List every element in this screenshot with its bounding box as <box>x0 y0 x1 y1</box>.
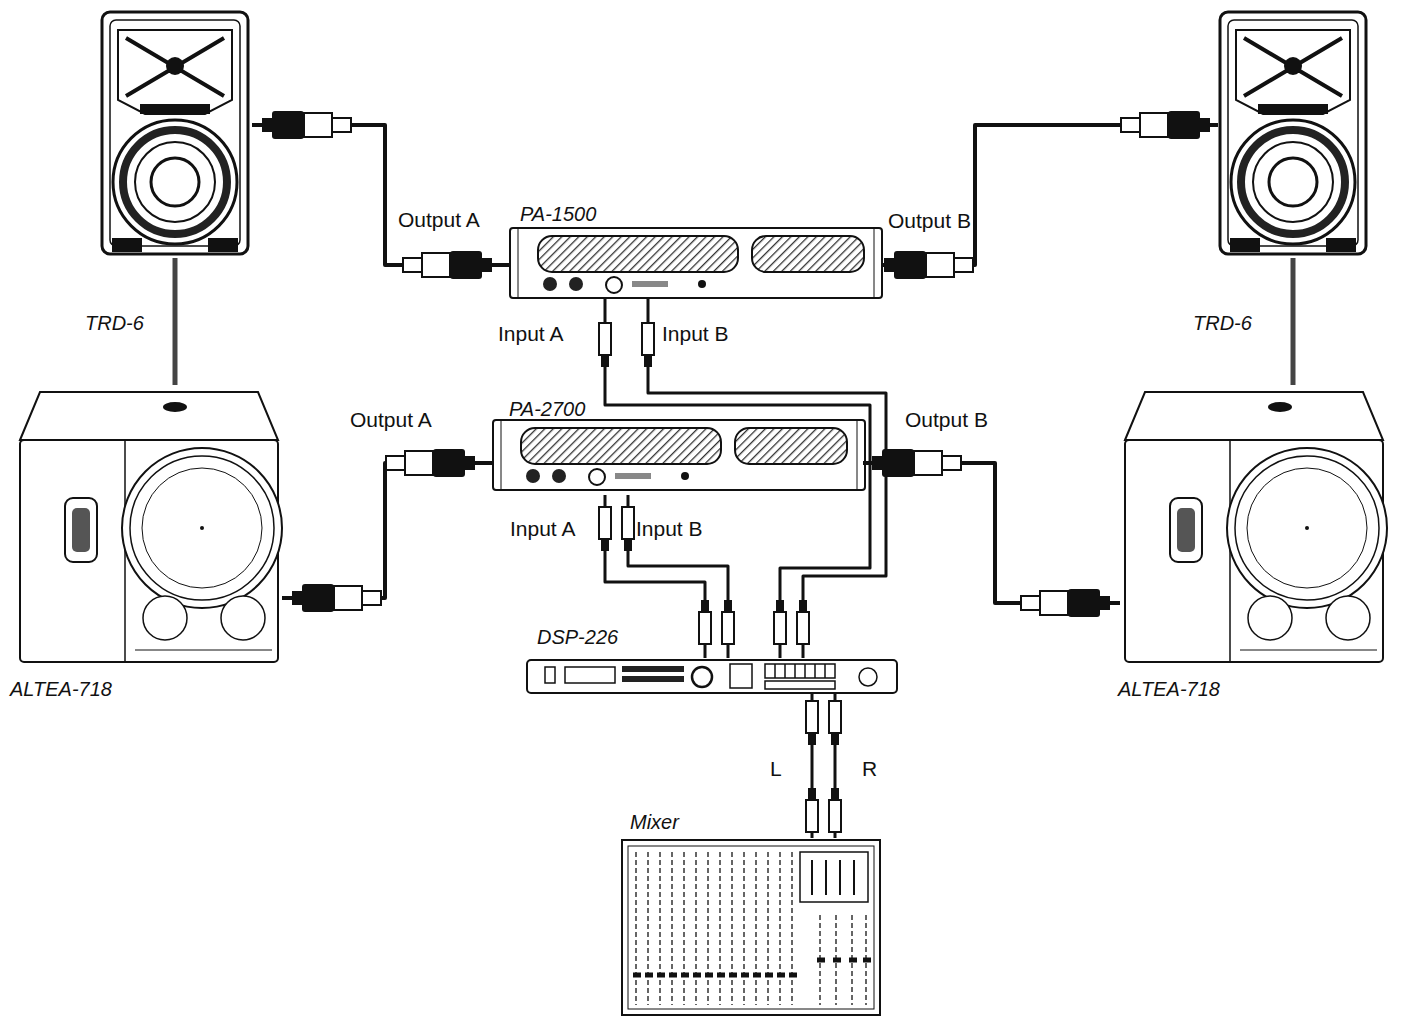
device-node: PA-1500 <box>510 228 882 298</box>
cable <box>605 495 705 658</box>
device-label: PA-2700 <box>509 398 585 420</box>
port-label: Input B <box>636 517 703 541</box>
cable <box>173 258 178 385</box>
cable <box>252 125 510 265</box>
device-node: PA-2700 <box>493 420 863 495</box>
port-label: Output B <box>905 408 988 432</box>
device-node: TRD-6 <box>100 10 252 258</box>
cable <box>1291 258 1296 385</box>
cable <box>882 125 1218 265</box>
device-node: Mixer <box>622 838 882 1016</box>
device-node: TRD-6 <box>1218 10 1370 258</box>
device-label: ALTEA-718 <box>1118 678 1220 700</box>
port-label: Input B <box>662 322 729 346</box>
device-label: Mixer <box>630 811 679 833</box>
port-label: R <box>862 757 877 781</box>
port-label: Output B <box>888 209 971 233</box>
device-label: TRD-6 <box>85 312 144 334</box>
port-label: Input A <box>498 322 563 346</box>
device-label: PA-1500 <box>520 203 596 225</box>
device-label: TRD-6 <box>1193 312 1252 334</box>
cable <box>648 298 886 658</box>
cable <box>628 495 728 658</box>
port-label: Input A <box>510 517 575 541</box>
port-label: Output A <box>350 408 432 432</box>
cable <box>282 463 493 598</box>
device-node: ALTEA-718 <box>15 385 282 667</box>
port-label: L <box>770 757 782 781</box>
device-label: ALTEA-718 <box>10 678 112 700</box>
device-node: ALTEA-718 <box>1120 385 1397 667</box>
cable <box>863 463 1120 603</box>
device-label: DSP-226 <box>537 626 618 648</box>
cable <box>605 298 870 658</box>
device-node: DSP-226 <box>527 658 899 694</box>
port-label: Output A <box>398 208 480 232</box>
